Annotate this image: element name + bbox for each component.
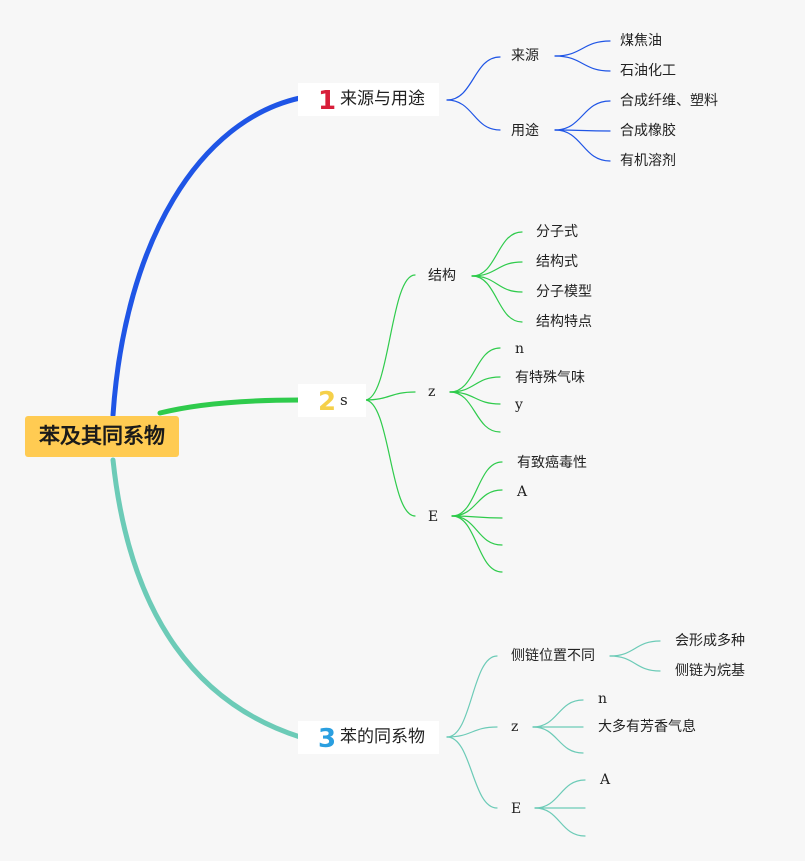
sub-label: 来源 xyxy=(511,48,539,64)
sub-label: z xyxy=(428,384,436,400)
leaf-node[interactable]: 有特殊气味 xyxy=(515,371,585,385)
leaf-label: 分子模型 xyxy=(536,284,592,300)
connector-line xyxy=(471,275,523,323)
leaf-label: 有特殊气味 xyxy=(515,370,585,386)
connector-line xyxy=(534,779,586,809)
connector-line xyxy=(446,655,498,738)
sub-label: z xyxy=(511,719,519,735)
leaf-label: 结构式 xyxy=(536,254,578,270)
branch-2-node[interactable]: 2 s xyxy=(298,384,366,417)
sub-label: 用途 xyxy=(511,123,539,139)
root-node[interactable]: 苯及其同系物 xyxy=(25,416,179,457)
leaf-node[interactable]: 分子模型 xyxy=(536,285,592,299)
leaf-label: n xyxy=(598,691,608,707)
connector-line xyxy=(451,515,503,573)
connector-line xyxy=(471,261,523,277)
leaf-node[interactable]: 有致癌毒性 xyxy=(517,456,587,470)
leaf-label: A xyxy=(517,484,528,500)
sub-label: E xyxy=(428,509,439,525)
connector-line xyxy=(532,726,584,754)
leaf-node[interactable]: 有机溶剂 xyxy=(620,154,676,168)
leaf-label: 煤焦油 xyxy=(620,33,662,49)
connector-line xyxy=(449,376,501,393)
connector-line xyxy=(532,699,584,728)
branch-number-3: 3 xyxy=(318,724,337,754)
leaf-node[interactable]: 大多有芳香气息 xyxy=(598,720,696,734)
leaf-node[interactable]: 煤焦油 xyxy=(620,34,662,48)
trunk-line-2 xyxy=(157,397,303,416)
leaf-label: y xyxy=(515,397,523,413)
leaf-node[interactable]: n xyxy=(515,342,524,356)
connector-line xyxy=(471,231,523,277)
leaf-node[interactable]: 会形成多种 xyxy=(675,634,745,648)
sub-node-source[interactable]: 来源 xyxy=(511,49,539,63)
branch-number-1: 1 xyxy=(318,86,337,116)
connector-line xyxy=(451,515,503,546)
branch-1-node[interactable]: 1 来源与用途 xyxy=(298,83,439,116)
root-label: 苯及其同系物 xyxy=(39,424,165,448)
leaf-label: A xyxy=(600,772,611,788)
leaf-node[interactable]: 合成纤维、塑料 xyxy=(620,94,718,108)
branch-2-label: s xyxy=(340,391,348,409)
sub-node-e[interactable]: E xyxy=(428,510,438,524)
connector-line xyxy=(554,129,611,162)
connector-line xyxy=(451,461,503,517)
leaf-node[interactable]: 合成橡胶 xyxy=(620,124,676,138)
connector-line xyxy=(609,640,661,657)
connector-line xyxy=(449,391,501,433)
connector-line xyxy=(364,274,416,401)
leaf-node[interactable]: 侧链为烷基 xyxy=(675,664,745,678)
leaf-label: 大多有芳香气息 xyxy=(598,719,696,735)
sub-label: E xyxy=(511,801,522,817)
leaf-node[interactable]: n xyxy=(598,692,607,706)
sub-label: 结构 xyxy=(428,268,456,284)
trunk-line-1 xyxy=(110,95,303,418)
sub-label: 侧链位置不同 xyxy=(511,648,595,664)
leaf-node[interactable]: 结构特点 xyxy=(536,315,592,329)
leaf-node[interactable]: 石油化工 xyxy=(620,64,676,78)
connector-line xyxy=(554,100,611,131)
branch-1-label: 来源与用途 xyxy=(340,89,425,109)
connector-line xyxy=(364,399,416,517)
branch-3-node[interactable]: 3 苯的同系物 xyxy=(298,721,439,754)
trunk-line-3 xyxy=(110,457,303,740)
leaf-label: 有机溶剂 xyxy=(620,153,676,169)
connector-line xyxy=(471,275,523,293)
connector-line xyxy=(534,807,586,837)
leaf-label: 侧链为烷基 xyxy=(675,663,745,679)
leaf-label: 有致癌毒性 xyxy=(517,455,587,471)
sub-node-usage[interactable]: 用途 xyxy=(511,124,539,138)
sub-node-e[interactable]: E xyxy=(511,802,521,816)
connector-line xyxy=(554,55,611,72)
leaf-node[interactable]: 分子式 xyxy=(536,225,578,239)
sub-node-structure[interactable]: 结构 xyxy=(428,269,456,283)
leaf-node[interactable]: 结构式 xyxy=(536,255,578,269)
connector-line xyxy=(554,40,611,57)
sub-node-z[interactable]: z xyxy=(428,385,435,399)
leaf-label: n xyxy=(515,341,525,357)
leaf-node[interactable]: A xyxy=(517,485,527,499)
leaf-node[interactable]: y xyxy=(515,398,523,412)
connector-line xyxy=(364,391,416,401)
connector-line xyxy=(446,56,501,101)
connector-line xyxy=(449,347,501,393)
branch-3-label: 苯的同系物 xyxy=(340,727,425,747)
leaf-label: 结构特点 xyxy=(536,314,592,330)
sub-node-z[interactable]: z xyxy=(511,720,518,734)
sub-node-sidechain[interactable]: 侧链位置不同 xyxy=(511,649,595,663)
connector-line xyxy=(446,99,501,131)
connector-line xyxy=(451,489,503,517)
branch-number-2: 2 xyxy=(318,387,337,417)
leaf-label: 合成纤维、塑料 xyxy=(620,93,718,109)
connector-line xyxy=(446,736,498,809)
leaf-label: 石油化工 xyxy=(620,63,676,79)
leaf-label: 合成橡胶 xyxy=(620,123,676,139)
leaf-label: 分子式 xyxy=(536,224,578,240)
connector-line xyxy=(446,726,498,738)
leaf-label: 会形成多种 xyxy=(675,633,745,649)
connector-line xyxy=(609,655,661,672)
leaf-node[interactable]: A xyxy=(600,773,610,787)
